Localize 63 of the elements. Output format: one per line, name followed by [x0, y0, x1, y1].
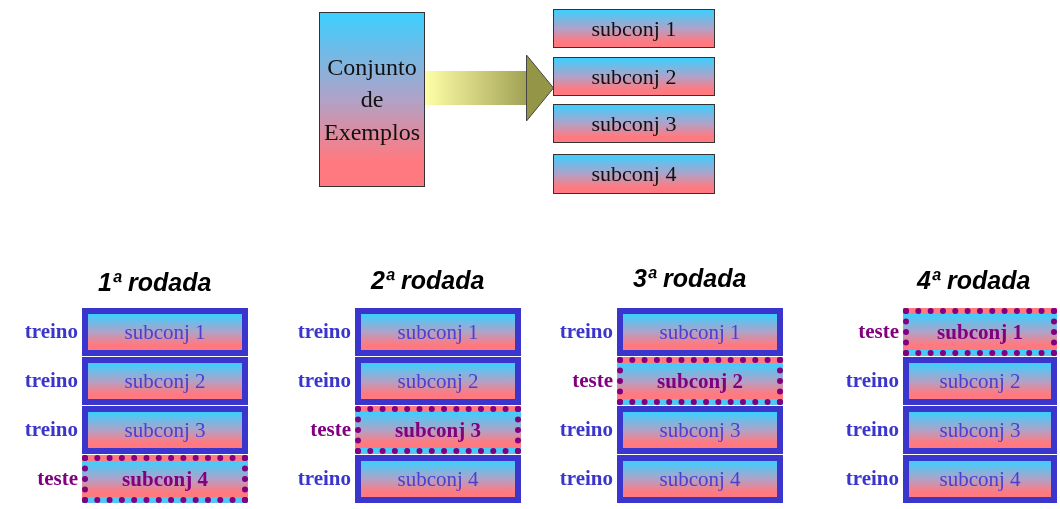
- subset-box: [903, 357, 1057, 405]
- subset-box: [903, 406, 1057, 454]
- role-label: treino: [845, 466, 899, 491]
- subset-box: [903, 308, 1057, 356]
- subset-name: subconj 2: [124, 368, 206, 394]
- role-label: treino: [559, 466, 613, 491]
- role-label: treino: [559, 319, 613, 344]
- subset-name: subconj 4: [939, 466, 1021, 492]
- subset-box: [553, 9, 715, 48]
- role-label: treino: [24, 368, 78, 393]
- subset-name: subconj 2: [657, 368, 743, 394]
- subset-box: [617, 308, 783, 356]
- role-label: treino: [297, 466, 351, 491]
- role-label: treino: [297, 319, 351, 344]
- role-label: treino: [24, 319, 78, 344]
- role-label: treino: [297, 368, 351, 393]
- subset-box: [355, 406, 521, 454]
- round-title: 3ª rodada: [633, 264, 747, 293]
- subset-name: subconj 4: [591, 161, 677, 187]
- subset-name: subconj 4: [397, 466, 479, 492]
- subset-box: [355, 308, 521, 356]
- subset-box: [82, 406, 248, 454]
- block-arrow: [425, 54, 554, 122]
- subset-name: Conjunto de Exemplos: [324, 52, 420, 147]
- subset-name: subconj 2: [397, 368, 479, 394]
- dataset-box: [319, 12, 425, 187]
- subset-box: [903, 455, 1057, 503]
- round-title: 1ª rodada: [98, 268, 212, 297]
- subset-name: subconj 1: [397, 319, 479, 345]
- subset-name: subconj 1: [937, 319, 1023, 345]
- subset-name: subconj 2: [591, 63, 677, 90]
- role-label: treino: [24, 417, 78, 442]
- subset-name: subconj 3: [124, 417, 206, 443]
- subset-box: [82, 308, 248, 356]
- subset-box: [553, 104, 715, 143]
- role-label: treino: [559, 417, 613, 442]
- subset-box: [553, 57, 715, 96]
- role-label: treino: [845, 417, 899, 442]
- subset-box: [553, 154, 715, 194]
- role-label: teste: [310, 417, 351, 442]
- role-label: teste: [37, 466, 78, 491]
- subset-name: subconj 4: [659, 466, 741, 492]
- subset-name: subconj 1: [659, 319, 741, 345]
- subset-name: subconj 1: [591, 15, 677, 42]
- role-label: teste: [572, 368, 613, 393]
- subset-name: subconj 4: [122, 466, 208, 492]
- subset-name: subconj 3: [659, 417, 741, 443]
- role-label: teste: [858, 319, 899, 344]
- subset-box: [82, 357, 248, 405]
- round-title: 4ª rodada: [917, 266, 1031, 295]
- round-title: 2ª rodada: [371, 266, 485, 295]
- role-label: treino: [845, 368, 899, 393]
- subset-box: [617, 455, 783, 503]
- subset-name: subconj 2: [939, 368, 1021, 394]
- subset-name: subconj 1: [124, 319, 206, 345]
- subset-box: [617, 357, 783, 405]
- subset-box: [617, 406, 783, 454]
- subset-box: [82, 455, 248, 503]
- subset-box: [355, 357, 521, 405]
- subset-name: subconj 3: [591, 110, 677, 137]
- subset-name: subconj 3: [395, 417, 481, 443]
- subset-box: [355, 455, 521, 503]
- subset-name: subconj 3: [939, 417, 1021, 443]
